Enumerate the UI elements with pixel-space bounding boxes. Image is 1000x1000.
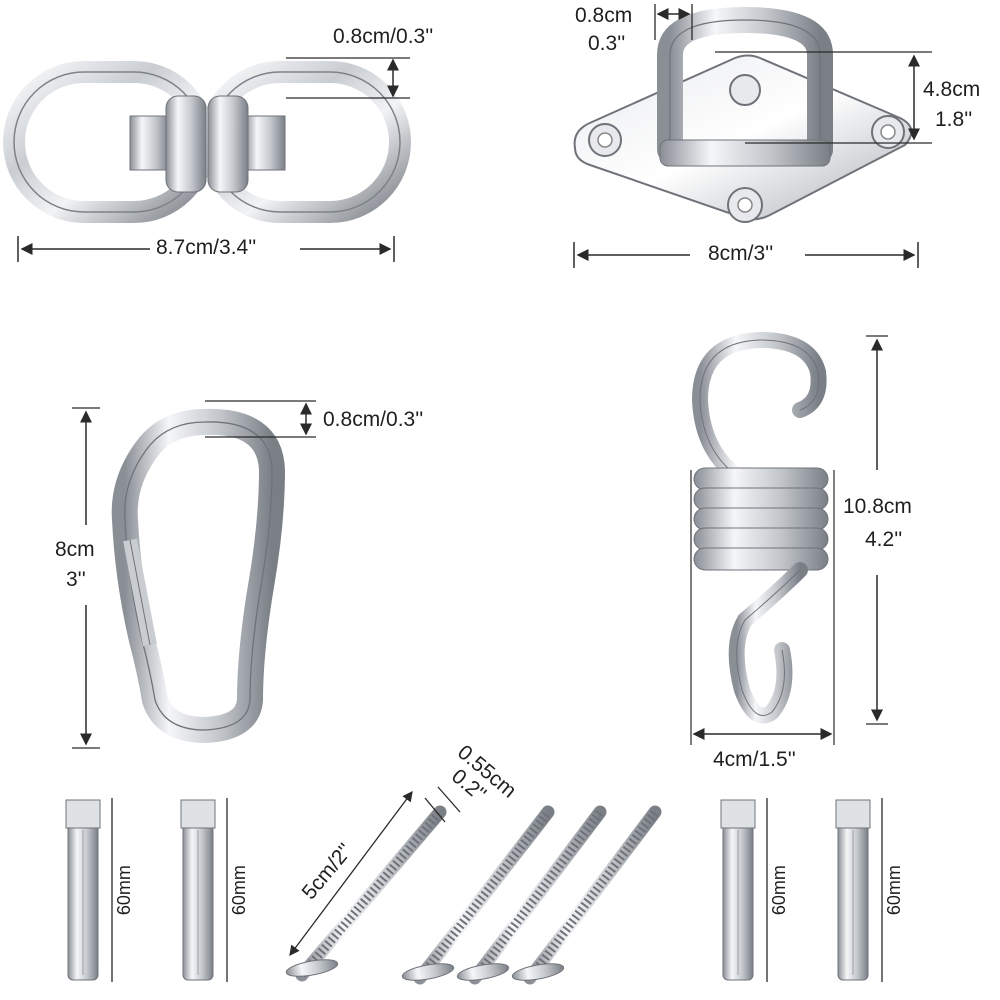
swivel-thickness-label: 0.8cm/0.3''	[330, 25, 437, 49]
carabiner-snap-hook	[111, 408, 285, 743]
pad-eye-plate	[573, 6, 913, 223]
screw-4	[511, 805, 662, 985]
expansion-anchor-2	[180, 799, 216, 981]
pad-eye-height-dimension	[715, 51, 932, 144]
spring-height-label-in: 4.2''	[862, 528, 906, 552]
expansion-anchor-1	[65, 799, 101, 981]
carabiner-thickness-label: 0.8cm/0.3''	[320, 408, 427, 432]
pad-eye-height-label-cm: 4.8cm	[920, 78, 984, 102]
pad-eye-height-label-in: 1.8''	[932, 108, 976, 132]
screw-length-dimension	[289, 790, 413, 957]
carabiner-height-dimension	[72, 407, 100, 749]
carabiner-thickness-dimension	[205, 400, 316, 438]
anchor-2-length-label: 60mm	[228, 865, 249, 916]
anchor-1-length-label: 60mm	[113, 865, 134, 916]
expansion-anchor-4	[835, 799, 871, 981]
expansion-anchor-3	[720, 799, 756, 981]
carabiner-height-label-in: 3''	[63, 568, 89, 592]
screw-2	[401, 805, 555, 985]
screw-thickness-dimension	[424, 786, 461, 823]
spring-coils	[693, 467, 829, 571]
anchor-length-dimensions	[111, 798, 883, 982]
carabiner-height-label-cm: 8cm	[52, 538, 98, 562]
anchor-4-length-label: 60mm	[883, 865, 904, 916]
anchor-3-length-label: 60mm	[768, 865, 789, 916]
screw-3	[456, 805, 607, 985]
swivel-thickness-dimension	[286, 57, 410, 99]
pad-eye-thickness-dimension	[654, 4, 693, 40]
spring-height-label-cm: 10.8cm	[840, 495, 915, 519]
spring-hook	[691, 331, 829, 724]
spring-height-dimension	[866, 335, 888, 725]
spring-width-dimension	[690, 470, 835, 745]
pad-eye-width-label: 8cm/3''	[705, 242, 777, 266]
spring-width-label: 4cm/1.5''	[713, 748, 796, 771]
pad-eye-thickness-label-cm: 0.8cm	[575, 4, 633, 27]
pad-eye-thickness-label-in: 0.3''	[588, 32, 626, 55]
swivel-eye-hook	[3, 61, 411, 223]
swivel-width-dimension	[17, 236, 395, 262]
swivel-width-label: 8.7cm/3.4''	[153, 236, 260, 260]
pad-eye-width-dimension	[573, 242, 919, 268]
